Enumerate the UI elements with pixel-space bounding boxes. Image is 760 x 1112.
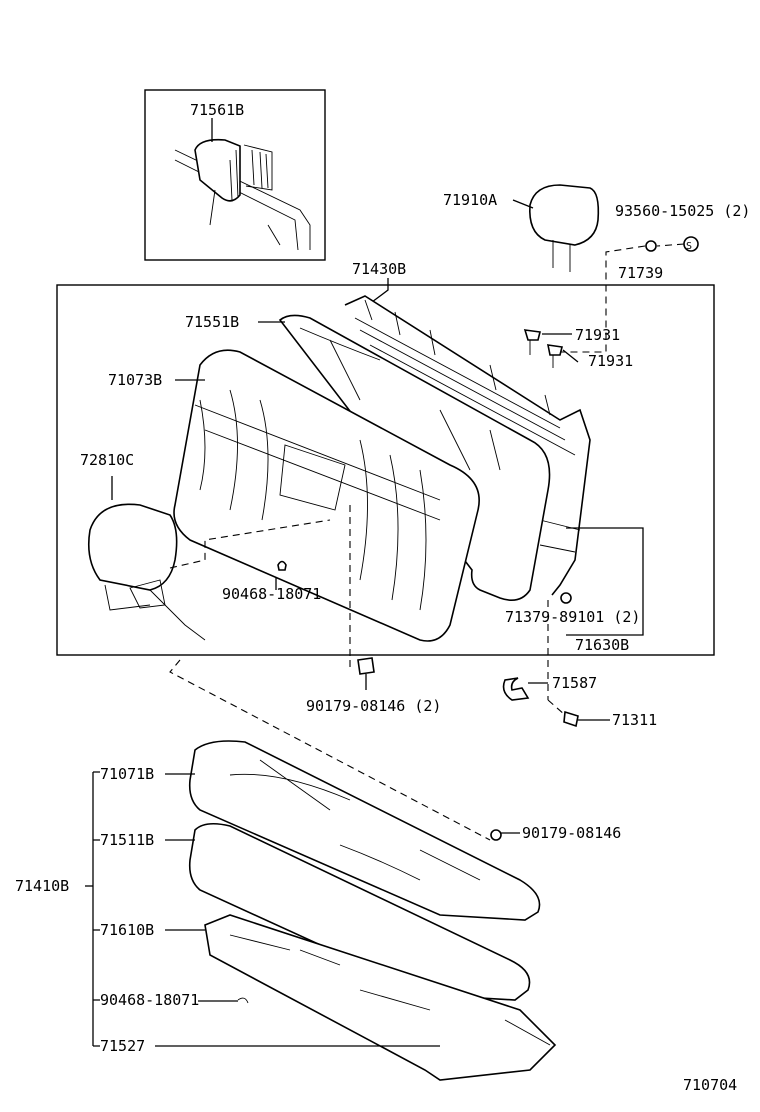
label-71610B: 71610B <box>100 921 154 939</box>
headrest-72810C <box>87 476 331 641</box>
label-71931-a: 71931 <box>575 326 620 344</box>
leader-lines <box>175 321 285 590</box>
clip-93560: S <box>560 236 699 353</box>
label-90179-b: 90179-08146 <box>522 824 621 842</box>
label-71910A: 71910A <box>443 191 497 209</box>
fasteners-outside <box>169 657 610 1004</box>
cushion-frame-71610B <box>204 914 557 1081</box>
figure-number: 710704 <box>683 1076 737 1094</box>
back-cover-71073B <box>173 349 480 642</box>
inset-detail <box>144 89 326 261</box>
label-71527: 71527 <box>100 1037 145 1055</box>
label-71587: 71587 <box>552 674 597 692</box>
cushion-71071B <box>188 740 541 921</box>
label-71311: 71311 <box>612 711 657 729</box>
label-71551B: 71551B <box>185 313 239 331</box>
label-90468-a: 90468-18071 <box>222 585 321 603</box>
svg-text:S: S <box>686 241 692 252</box>
label-71931-b: 71931 <box>588 352 633 370</box>
label-71073B: 71073B <box>108 371 162 389</box>
label-71410B: 71410B <box>15 877 69 895</box>
cushion-pad-71511B <box>188 822 531 1001</box>
seatback-assembly-box <box>56 278 715 656</box>
label-71511B: 71511B <box>100 831 154 849</box>
label-90468-b: 90468-18071 <box>100 991 199 1009</box>
label-71071B: 71071B <box>100 765 154 783</box>
label-71561B: 71561B <box>190 101 244 119</box>
label-71739: 71739 <box>618 264 663 282</box>
label-90179-a: 90179-08146 (2) <box>306 697 441 715</box>
group-bracket-71410B <box>85 771 440 1047</box>
headrest-71910A <box>512 184 600 272</box>
label-93560: 93560-15025 (2) <box>615 202 750 220</box>
fasteners-inside <box>277 329 644 700</box>
label-72810C: 72810C <box>80 451 134 469</box>
part-labels: 71561B 71910A 93560-15025 (2) 71739 7143… <box>15 101 750 1094</box>
label-71430B: 71430B <box>352 260 406 278</box>
label-71630B: 71630B <box>575 636 629 654</box>
label-71379: 71379-89101 (2) <box>505 608 640 626</box>
